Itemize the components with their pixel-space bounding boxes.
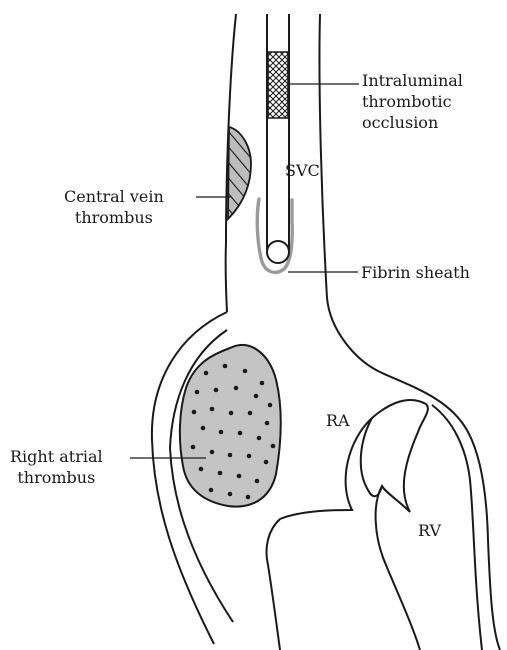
thrombus-dot (229, 411, 234, 416)
thrombus-dot (223, 364, 228, 369)
thrombus-dot (191, 445, 196, 450)
catheter-tip (267, 241, 289, 263)
catheter (267, 14, 289, 250)
thrombus-dot (195, 390, 200, 395)
thrombus-dot (234, 386, 239, 391)
leaflet-inner (361, 418, 382, 496)
label-fibrin-sheath: Fibrin sheath (361, 262, 470, 283)
intraluminal-occlusion (268, 52, 288, 118)
label-intraluminal-line2: thrombotic (362, 91, 463, 112)
thrombus-dot (192, 410, 197, 415)
thrombus-dot (248, 411, 253, 416)
thrombus-dot (228, 492, 233, 497)
thrombus-dot (246, 495, 251, 500)
label-central-vein-line2: thrombus (64, 207, 164, 228)
thrombus-dot (265, 421, 270, 426)
thrombus-dot (214, 388, 219, 393)
label-right-atrial-line1: Right atrial (10, 446, 103, 467)
thrombus-dot (237, 474, 242, 479)
thrombus-dot (238, 431, 243, 436)
thrombus-dot (210, 450, 215, 455)
label-intraluminal: Intraluminal thrombotic occlusion (362, 70, 463, 133)
label-central-vein-line1: Central vein (64, 186, 164, 207)
thrombus-dot (219, 430, 224, 435)
thrombus-dot (254, 394, 259, 399)
thrombus-dot (199, 467, 204, 472)
label-right-atrial-line2: thrombus (10, 467, 103, 488)
thrombus-dot (247, 454, 252, 459)
septum-outer (267, 519, 281, 650)
thrombus-dot (255, 479, 260, 484)
thrombus-dot (218, 471, 223, 476)
label-right-atrial: Right atrial thrombus (10, 446, 103, 488)
thrombus-dot (257, 436, 262, 441)
thrombus-dot (243, 369, 248, 374)
svc-right-wall (319, 14, 327, 298)
thrombus-dot (210, 407, 215, 412)
atrium-right-wall (327, 298, 500, 650)
thrombus-dot (264, 460, 269, 465)
label-rv: RV (418, 520, 441, 541)
label-svc: SVC (285, 160, 320, 181)
label-intraluminal-line3: occlusion (362, 112, 463, 133)
label-ra: RA (326, 410, 350, 431)
central-vein-thrombus (228, 127, 251, 219)
label-central-vein: Central vein thrombus (64, 186, 164, 228)
thrombus-dot (204, 371, 209, 376)
right-atrial-thrombus (180, 345, 281, 507)
thrombus-dot (260, 381, 265, 386)
thrombus-dot (228, 453, 233, 458)
thrombus-dot (201, 426, 206, 431)
tricuspid-left-leaflet (280, 400, 426, 519)
thrombus-dot (209, 488, 214, 493)
label-intraluminal-line1: Intraluminal (362, 70, 463, 91)
thrombus-dot (268, 403, 273, 408)
thrombus-dot (271, 444, 276, 449)
